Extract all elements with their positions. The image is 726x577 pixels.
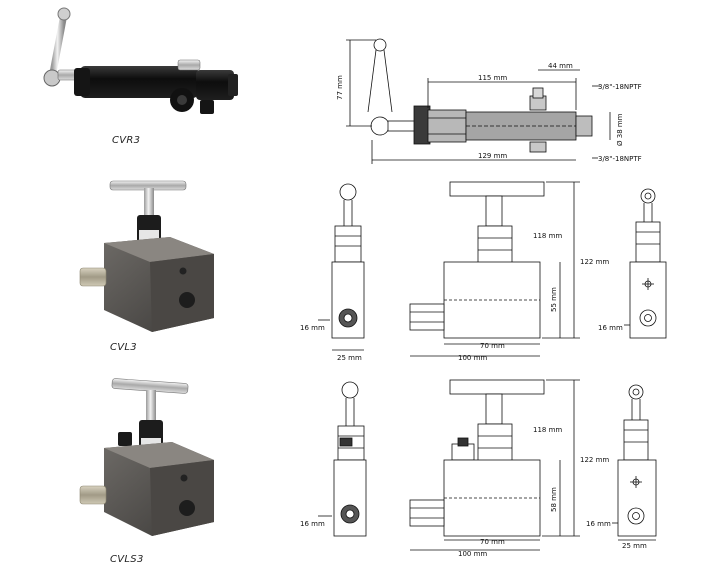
cvl3-dimensions: 16 mm 25 mm 118 mm 122 mm 55 mm 70 mm 10… — [300, 232, 623, 362]
cvls3-photo — [79, 378, 214, 536]
cvl3-photo — [79, 180, 214, 332]
cvl3-end-port-label: 16 mm — [598, 324, 623, 332]
cvl3-caption: CVL3 — [110, 342, 137, 353]
cvl3-stem-label: 118 mm — [533, 232, 562, 240]
cvls3-side-port-label: 16 mm — [300, 520, 325, 528]
cvls3-end-port-label: 16 mm — [586, 520, 611, 528]
cvls3-body-port-label: 70 mm — [480, 538, 505, 546]
cvls3-side-view — [318, 381, 367, 537]
cvls3-end-view — [612, 384, 657, 541]
cvr3-diameter-label: Ø 38 mm — [616, 113, 624, 146]
cvls3-stem-label: 118 mm — [533, 426, 562, 434]
cvl3-body-port-label: 70 mm — [480, 342, 505, 350]
cvl3-overall-label: 122 mm — [580, 258, 609, 266]
cvr3-height-label: 77 mm — [336, 75, 344, 100]
cvr3-photo — [43, 7, 238, 114]
cvls3-dimensions: 16 mm 118 mm 122 mm 58 mm 70 mm 100 mm 1… — [300, 426, 647, 558]
cvl3-end-view — [624, 188, 667, 339]
cvr3-overall-label: 129 mm — [478, 152, 507, 160]
cvr3-caption: CVR3 — [112, 135, 140, 146]
cvl3-front-view — [409, 181, 580, 357]
cvls3-body-width-label: 100 mm — [458, 550, 487, 558]
cvr3-drawing — [346, 38, 611, 164]
cvl3-side-width-label: 25 mm — [337, 354, 362, 362]
cvls3-body-height-label: 58 mm — [550, 487, 558, 512]
cvr3-offset-label: 44 mm — [548, 62, 573, 70]
cvr3-port-top-label: 3/8"-18NPTF — [598, 83, 642, 91]
cvls3-front-view — [409, 379, 580, 551]
cvl3-side-view — [318, 183, 365, 351]
cvr3-dimensions: 77 mm 115 mm 44 mm 3/8"-18NPTF Ø 38 mm 1… — [336, 62, 642, 163]
cvls3-end-width-label: 25 mm — [622, 542, 647, 550]
cvr3-length-label: 115 mm — [478, 74, 507, 82]
cvls3-caption: CVLS3 — [110, 554, 144, 565]
cvls3-overall-label: 122 mm — [580, 456, 609, 464]
cvl3-side-port-label: 16 mm — [300, 324, 325, 332]
cvl3-body-height-label: 55 mm — [550, 287, 558, 312]
cvr3-port-bottom-label: 3/8"-18NPTF — [598, 155, 642, 163]
cvl3-body-width-label: 100 mm — [458, 354, 487, 362]
